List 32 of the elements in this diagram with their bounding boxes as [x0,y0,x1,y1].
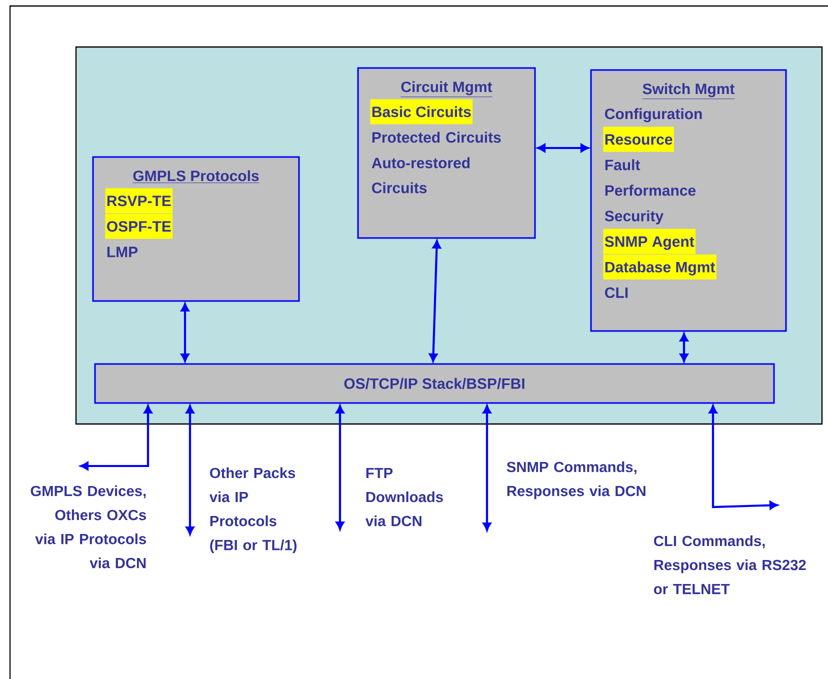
highlighted-text: Basic Circuits [370,99,473,124]
highlighted-text: OSPF-TE [105,214,173,239]
highlighted-text: Resource [603,126,674,152]
item-text: Protected Circuits [372,132,501,143]
note-text: FTP Downloads via DCN [365,468,443,526]
highlighted-text: Database Mgmt [603,254,716,280]
note-text: CLI Commands, Responses via RS232 or TELNET [654,535,806,594]
arrow [708,405,778,510]
arrow [429,240,441,362]
arrow [80,405,152,470]
heading: Circuit Mgmt [400,81,493,98]
item-text: Fault [605,159,640,170]
item-text: Security [604,210,664,224]
arrow [482,405,492,531]
arrow [186,405,194,535]
note-text: SNMP Commands, Responses via DCN [506,461,646,500]
note-text: GMPLS Devices, Others OXCs via IP Protocols via DCN [30,485,146,568]
arrow [537,144,589,152]
item-text: CLI [605,287,628,298]
highlighted-text: SNMP Agent [603,228,696,254]
item-text: Performance [605,184,696,196]
note-text: Other Packs via IP Protocols (FBI or TL/1) [209,467,297,554]
item-text: LMP [107,246,138,258]
stack-bar: OS/TCP/IP Stack/BSP/FBI [94,363,775,404]
item-text: Auto-restored Circuits [372,157,470,194]
arrow [180,303,190,362]
heading: Switch Mgmt [642,83,735,100]
heading: GMPLS Protocols [132,170,260,184]
arrow [336,405,344,530]
highlighted-text: RSVP-TE [105,188,173,214]
arrow [680,333,688,362]
item-text: Configuration [605,108,702,122]
